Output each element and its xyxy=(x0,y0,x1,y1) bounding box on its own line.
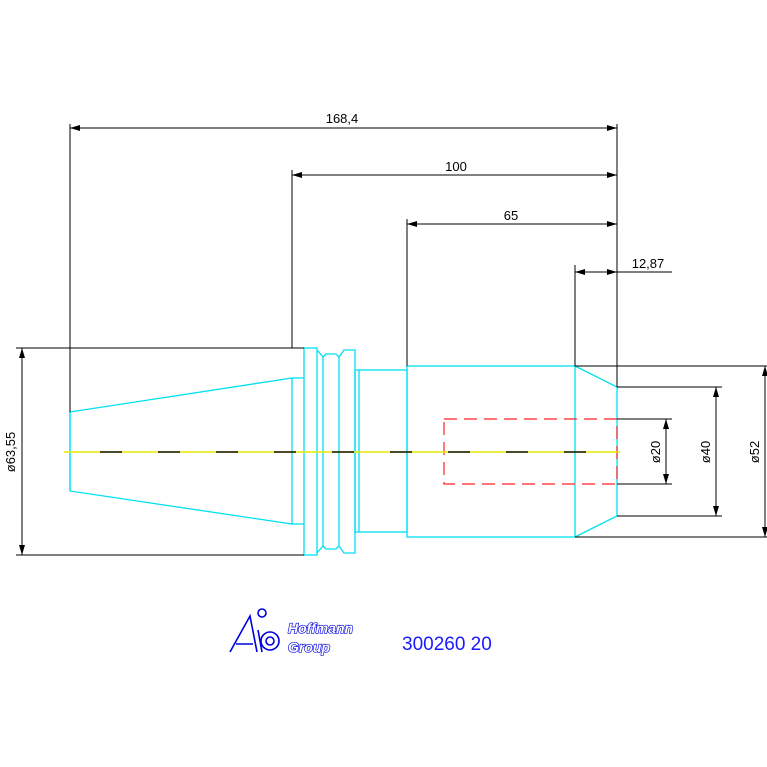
dim-overall-length: 168,4 xyxy=(326,111,359,126)
taper-shank xyxy=(69,377,293,525)
dim-dia-63-55: ø63,55 xyxy=(3,432,18,472)
hoffmann-group-logo: Hoffmann Group xyxy=(229,608,354,656)
neck xyxy=(354,369,408,533)
logo-line1: Hoffmann xyxy=(288,620,353,636)
dim-dia-40: ø40 xyxy=(698,441,713,463)
dim-length-100: 100 xyxy=(445,159,467,174)
dim-dia-20: ø20 xyxy=(648,441,663,463)
dim-length-65: 65 xyxy=(504,208,518,223)
dimension-lines xyxy=(16,124,767,556)
logo-emblem-icon xyxy=(229,608,280,653)
arrowheads xyxy=(19,125,767,555)
dim-dia-52: ø52 xyxy=(747,441,762,463)
logo-line2: Group xyxy=(288,639,330,655)
part-number: 300260 20 xyxy=(402,634,492,655)
dim-length-12-87: 12,87 xyxy=(632,256,665,271)
